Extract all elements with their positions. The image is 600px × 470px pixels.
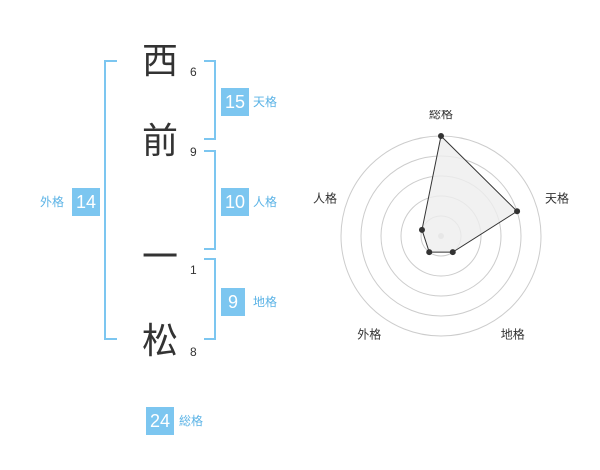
radar-point-3 xyxy=(449,249,456,256)
jinkaku-bracket xyxy=(204,150,216,250)
name-char-2: 前 xyxy=(141,121,178,162)
chikaku-bracket xyxy=(204,258,216,340)
stroke-count-4: 8 xyxy=(190,345,197,359)
soukaku-badge: 24 xyxy=(146,407,174,435)
tenkaku-badge: 15 xyxy=(221,88,249,116)
soukaku-label: 総格 xyxy=(179,414,204,428)
stroke-count-3: 1 xyxy=(190,263,197,277)
radar-axis-label-2: 天格 xyxy=(545,190,569,205)
radar-axis-label-5: 人格 xyxy=(313,190,337,205)
radar-axis-label-1: 総格 xyxy=(429,110,453,121)
name-char-1: 西 xyxy=(141,41,178,82)
radar-axis-label-3: 地格 xyxy=(501,327,525,342)
name-char-3: 一 xyxy=(141,237,178,278)
radar-point-4 xyxy=(426,249,433,256)
jinkaku-label: 人格 xyxy=(253,195,278,209)
radar-point-5 xyxy=(418,226,425,233)
jinkaku-badge: 10 xyxy=(221,188,249,216)
chikaku-label: 地格 xyxy=(253,295,278,309)
gaikaku-badge: 14 xyxy=(72,188,100,216)
radar-point-1 xyxy=(438,133,444,139)
radar-point-2 xyxy=(514,208,521,215)
tenkaku-bracket xyxy=(204,60,216,140)
chikaku-badge: 9 xyxy=(221,288,245,316)
gaikaku-bracket xyxy=(104,60,117,340)
gaikaku-label: 外格 xyxy=(40,195,65,209)
tenkaku-label: 天格 xyxy=(253,95,278,109)
name-char-4: 松 xyxy=(141,321,178,362)
stroke-count-1: 6 xyxy=(190,65,197,79)
radar-axis-label-4: 外格 xyxy=(357,327,381,342)
radar-value-polygon xyxy=(421,134,518,253)
stroke-count-2: 9 xyxy=(190,145,197,159)
